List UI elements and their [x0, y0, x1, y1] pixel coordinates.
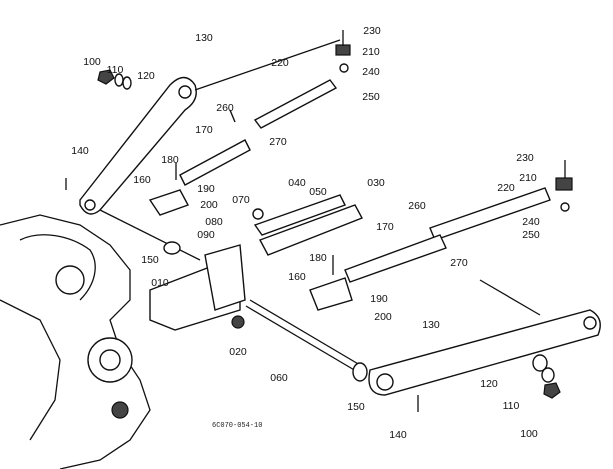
part-callout-240: 240	[522, 216, 540, 228]
part-callout-260: 260	[408, 200, 426, 212]
part-callout-130: 130	[422, 319, 440, 331]
part-callout-090: 090	[197, 229, 215, 241]
lift-arm-upper	[79, 39, 341, 261]
part-callout-010: 010	[151, 277, 169, 289]
part-callout-250: 250	[522, 229, 540, 241]
drawing-code: 6C070-054-10	[212, 422, 262, 430]
part-callout-020: 020	[229, 346, 247, 358]
lift-rod-lower	[309, 160, 573, 311]
part-callout-180: 180	[161, 154, 179, 166]
part-callout-190: 190	[197, 183, 215, 195]
part-callout-260: 260	[216, 102, 234, 114]
part-callout-230: 230	[516, 152, 534, 164]
center-bracket	[149, 194, 368, 382]
part-callout-040: 040	[288, 177, 306, 189]
part-callout-240: 240	[362, 66, 380, 78]
part-callout-270: 270	[450, 257, 468, 269]
part-callout-190: 190	[370, 293, 388, 305]
part-callout-230: 230	[363, 25, 381, 37]
part-callout-200: 200	[200, 199, 218, 211]
part-callout-120: 120	[480, 378, 498, 390]
part-callout-160: 160	[288, 271, 306, 283]
part-callout-210: 210	[519, 172, 537, 184]
part-callout-050: 050	[309, 186, 327, 198]
part-callout-160: 160	[133, 174, 151, 186]
lift-rod-upper	[148, 30, 351, 216]
nut-washers-upper	[97, 69, 132, 90]
part-callout-140: 140	[71, 145, 89, 157]
part-callout-070: 070	[232, 194, 250, 206]
part-callout-170: 170	[195, 124, 213, 136]
lift-arm-lower	[65, 178, 601, 412]
part-callout-170: 170	[376, 221, 394, 233]
part-callout-140: 140	[389, 429, 407, 441]
part-callout-220: 220	[497, 182, 515, 194]
part-callout-250: 250	[362, 91, 380, 103]
part-callout-130: 130	[195, 32, 213, 44]
part-callout-100: 100	[520, 428, 538, 440]
part-callout-150: 150	[141, 254, 159, 266]
part-callout-270: 270	[269, 136, 287, 148]
part-callout-060: 060	[270, 372, 288, 384]
tractor-housing	[0, 214, 151, 469]
part-callout-220: 220	[271, 57, 289, 69]
part-callout-110: 110	[503, 400, 520, 412]
part-callout-110: 110	[107, 64, 124, 76]
part-callout-080: 080	[205, 216, 223, 228]
part-callout-030: 030	[367, 177, 385, 189]
part-callout-180: 180	[309, 252, 327, 264]
part-callout-100: 100	[83, 56, 101, 68]
part-callout-210: 210	[362, 46, 380, 58]
part-callout-150: 150	[347, 401, 365, 413]
part-callout-120: 120	[137, 70, 155, 82]
part-callout-200: 200	[374, 311, 392, 323]
